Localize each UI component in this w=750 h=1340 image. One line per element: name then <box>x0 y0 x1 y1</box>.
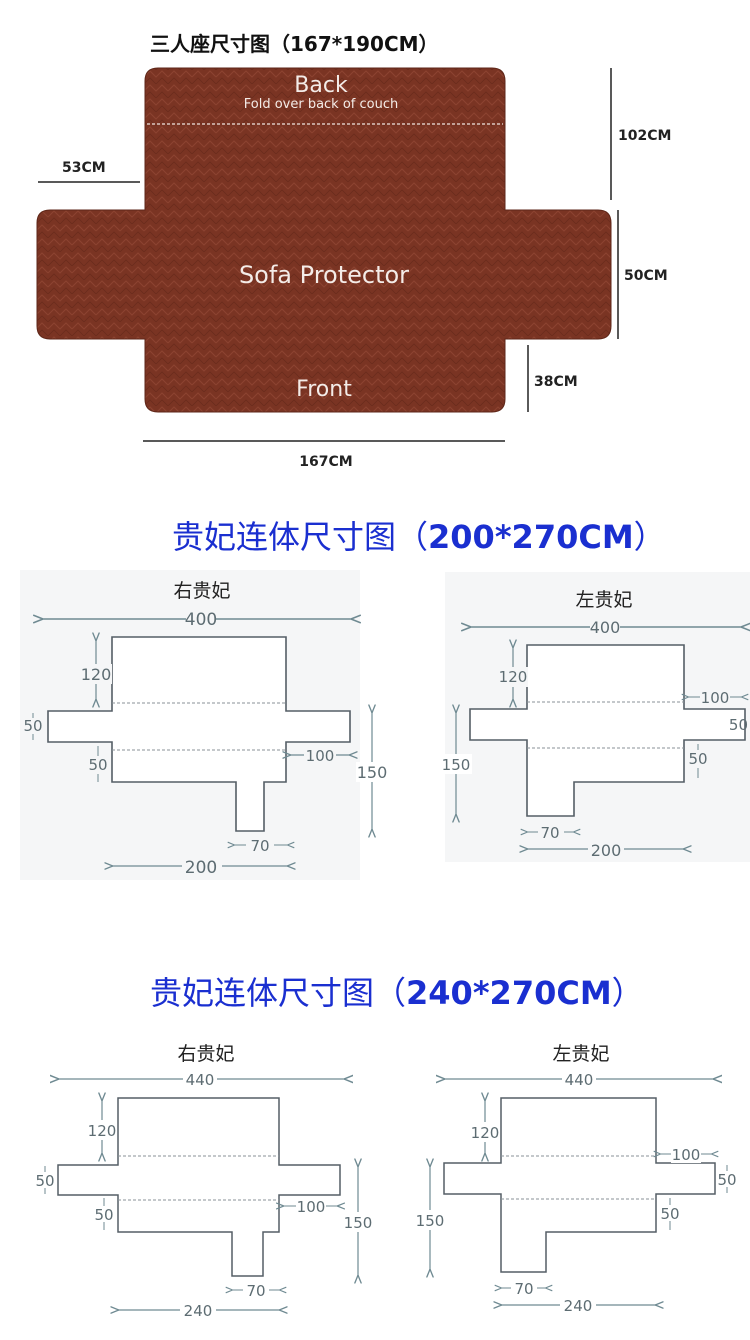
seat-text: 50 <box>94 1206 113 1224</box>
right-cover-outline <box>57 1097 341 1277</box>
label-bg <box>470 1122 500 1142</box>
front-label: Front <box>296 377 352 402</box>
left-width-text: 440 <box>565 1071 594 1089</box>
arm-width-text: 100 <box>672 1146 701 1164</box>
right-chaise-200: 右贵妃 400 120 50 50 100 150 70 <box>22 580 390 878</box>
label-bg <box>590 616 620 638</box>
label-bg <box>246 836 274 854</box>
label-bg <box>80 664 112 684</box>
label-bg <box>560 1295 596 1315</box>
back-height-text: 120 <box>88 1122 117 1140</box>
label-bg <box>562 1069 596 1089</box>
label-bg <box>588 839 624 859</box>
chaise240-title-end: ） <box>611 974 644 1012</box>
label-bg <box>671 1145 701 1163</box>
dim-left-text: 53CM <box>62 160 106 176</box>
back-sub-label: Fold over back of couch <box>244 97 399 112</box>
label-bg <box>93 1206 115 1222</box>
chaise-length-text: 150 <box>416 1212 445 1230</box>
label-bg <box>243 1281 269 1299</box>
chaise200-title-size: 200*270CM <box>428 518 634 556</box>
chaise-length-text: 150 <box>442 756 471 774</box>
seat-width-text: 240 <box>564 1297 593 1315</box>
left-chaise-label: 左贵妃 <box>552 1043 609 1065</box>
label-bg <box>498 667 528 687</box>
dim-arm-text: 50CM <box>624 268 668 284</box>
right-chaise-240: 右贵妃 440 120 50 50 100 150 70 <box>34 1043 373 1320</box>
chaise240-title: 贵妃连体尺寸图（240*270CM） <box>150 968 644 1014</box>
left-chaise-200: 左贵妃 400 120 100 50 50 150 70 <box>440 589 748 860</box>
chaise-length-text: 150 <box>357 763 388 782</box>
label-bg <box>183 1069 217 1089</box>
label-bg <box>511 1279 537 1297</box>
label-bg <box>659 1205 681 1221</box>
arm-height-text: 50 <box>35 1172 54 1190</box>
label-bg <box>86 756 110 774</box>
back-height-text: 120 <box>499 668 528 686</box>
label-bg <box>22 718 44 734</box>
label-bg <box>700 688 730 706</box>
arm-width-text: 100 <box>297 1198 326 1216</box>
dim-front-text: 38CM <box>534 374 578 390</box>
label-bg <box>440 754 472 774</box>
arm-width-text: 100 <box>306 747 335 765</box>
seat-text: 50 <box>660 1205 679 1223</box>
dim-width-text: 167CM <box>299 454 352 470</box>
label-bg <box>716 1171 738 1187</box>
seat-text: 50 <box>88 756 107 774</box>
right-width-text: 440 <box>186 1071 215 1089</box>
chaise200-title-cn: 贵妃连体尺寸图（ <box>172 518 429 556</box>
chaise-width-text: 70 <box>250 837 269 855</box>
sofa-protector-shape <box>36 67 612 413</box>
seat-text: 50 <box>688 750 707 768</box>
back-height-text: 120 <box>81 665 112 684</box>
label-bg <box>538 823 564 841</box>
right-chaise-label: 右贵妃 <box>177 1043 234 1065</box>
chaise-width-text: 70 <box>514 1280 533 1298</box>
left-chaise-label: 左贵妃 <box>575 589 632 611</box>
arm-height-text: 50 <box>729 716 748 734</box>
seat-width-text: 240 <box>184 1302 213 1320</box>
label-bg <box>34 1172 56 1188</box>
chaise240-diagram: 右贵妃 440 120 50 50 100 150 70 <box>34 1043 738 1320</box>
label-bg <box>186 607 216 629</box>
right-width-text: 400 <box>185 610 217 630</box>
back-height-text: 120 <box>471 1124 500 1142</box>
label-bg <box>304 746 336 764</box>
seat-width-text: 200 <box>591 841 622 860</box>
left-chaise-240: 左贵妃 440 120 100 50 50 150 70 <box>414 1043 738 1315</box>
label-bg <box>180 1300 216 1320</box>
chaise240-title-cn: 贵妃连体尺寸图（ <box>150 974 407 1012</box>
seat-width-text: 200 <box>185 858 217 878</box>
chaise200-title-end: ） <box>633 518 666 556</box>
center-label: Sofa Protector <box>239 261 409 289</box>
chaise200-title: 贵妃连体尺寸图（200*270CM） <box>172 512 666 558</box>
left-width-text: 400 <box>590 618 621 637</box>
label-bg <box>87 1120 117 1140</box>
label-bg <box>182 855 222 877</box>
chaise-width-text: 70 <box>246 1282 265 1300</box>
chaise-length-text: 150 <box>344 1214 373 1232</box>
label-bg <box>687 750 709 768</box>
left-cover-outline <box>469 644 746 817</box>
chaise240-title-size: 240*270CM <box>406 974 612 1012</box>
back-label: Back <box>294 73 348 98</box>
label-bg <box>356 762 390 782</box>
sofa3-diagram: Back Fold over back of couch Sofa Protec… <box>36 67 671 470</box>
dim-back-text: 102CM <box>618 128 671 144</box>
arm-width-text: 100 <box>701 689 730 707</box>
label-bg <box>296 1197 326 1215</box>
sofa3-title: 三人座尺寸图（167*190CM） <box>150 32 439 56</box>
label-bg <box>343 1212 373 1232</box>
arm-height-text: 50 <box>717 1171 736 1189</box>
right-cover-outline <box>47 636 351 832</box>
chaise-width-text: 70 <box>540 824 559 842</box>
label-bg <box>414 1210 446 1230</box>
right-chaise-label: 右贵妃 <box>173 580 230 602</box>
chaise200-diagram: 右贵妃 400 120 50 50 100 150 70 <box>20 570 750 880</box>
arm-height-text: 50 <box>23 717 42 735</box>
